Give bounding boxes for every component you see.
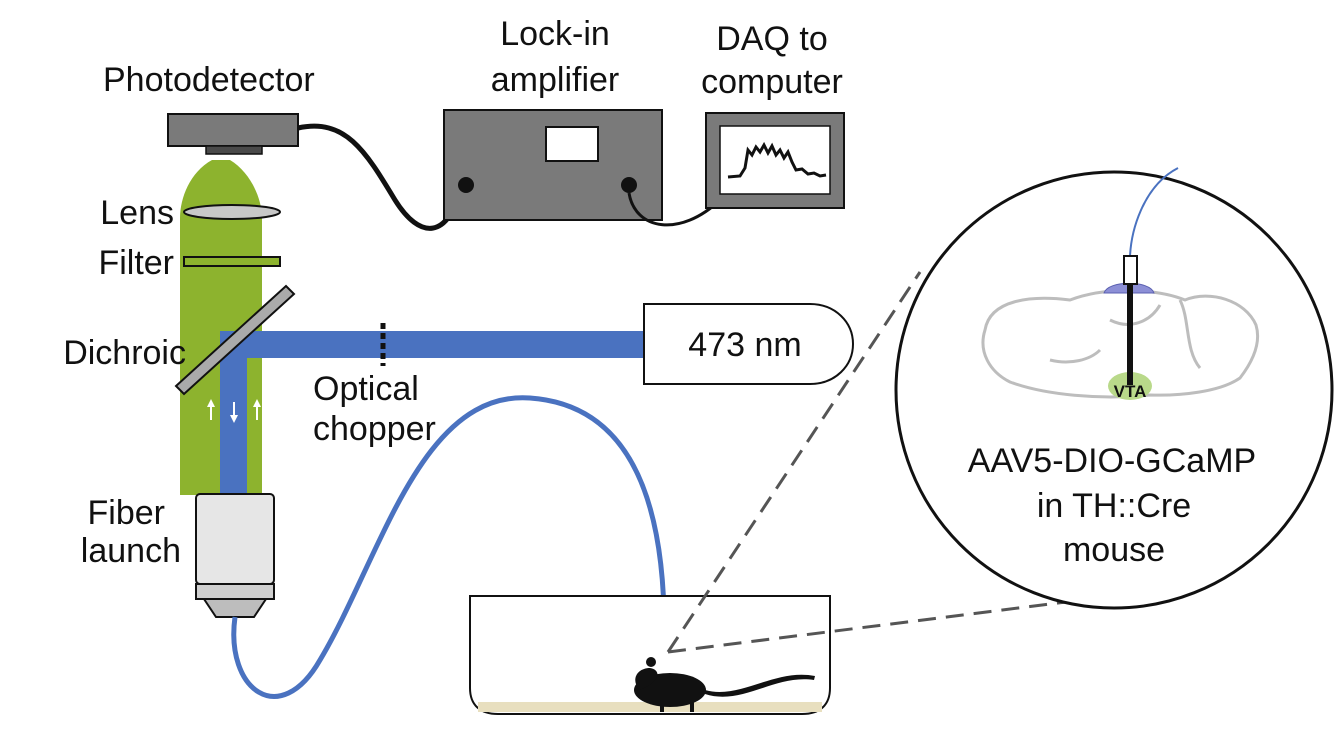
label-virus-line2: in TH::Cre xyxy=(1037,487,1191,525)
label-vta: VTA xyxy=(1114,382,1147,401)
label-lens: Lens xyxy=(100,194,174,232)
output-connector xyxy=(621,177,637,193)
daq-monitor xyxy=(705,112,845,209)
label-laser: 473 nm xyxy=(688,326,801,364)
lens xyxy=(183,204,281,220)
label-chopper-line2: chopper xyxy=(313,410,436,448)
label-daq-line1: DAQ to xyxy=(716,20,827,58)
mouse-cage xyxy=(469,595,831,715)
photodetector-cable xyxy=(297,123,465,231)
label-filter: Filter xyxy=(98,244,174,282)
signal-trace xyxy=(727,141,827,179)
label-virus-line3: mouse xyxy=(1063,531,1165,569)
label-daq-line2: computer xyxy=(701,63,843,101)
label-dichroic: Dichroic xyxy=(63,334,186,372)
beam-arrows xyxy=(207,399,261,423)
label-fiber-line1: Fiber xyxy=(88,494,165,532)
label-chopper-line1: Optical xyxy=(313,370,419,408)
up-arrow-icon xyxy=(253,399,261,420)
input-connector xyxy=(458,177,474,193)
dichroic-mirror xyxy=(174,284,296,396)
up-arrow-icon xyxy=(207,399,215,420)
lock-in-amplifier xyxy=(443,109,663,221)
bedding xyxy=(478,702,822,712)
label-photodetector: Photodetector xyxy=(103,61,315,99)
excitation-beam-horizontal xyxy=(220,331,656,358)
photodetector xyxy=(167,113,299,155)
patch-cord-fiber xyxy=(231,395,667,699)
excitation-beam xyxy=(220,331,656,496)
daq-cable xyxy=(627,192,722,227)
down-arrow-icon xyxy=(230,402,238,423)
label-lockin-line1: Lock-in xyxy=(500,15,610,53)
zoom-line-upper xyxy=(666,271,922,653)
label-lockin-line2: amplifier xyxy=(491,61,619,99)
implant-ferrule xyxy=(1123,255,1138,285)
laser-473nm xyxy=(643,303,855,385)
fiber-launch xyxy=(195,493,275,618)
mouse-silhouette xyxy=(634,657,815,712)
zoom-line-lower xyxy=(667,598,1083,654)
vta-region xyxy=(1108,372,1152,400)
brain-outline xyxy=(981,289,1259,399)
label-virus-line1: AAV5-DIO-GCaMP xyxy=(968,442,1256,480)
filter xyxy=(183,256,281,267)
label-fiber-line2: launch xyxy=(81,532,181,570)
